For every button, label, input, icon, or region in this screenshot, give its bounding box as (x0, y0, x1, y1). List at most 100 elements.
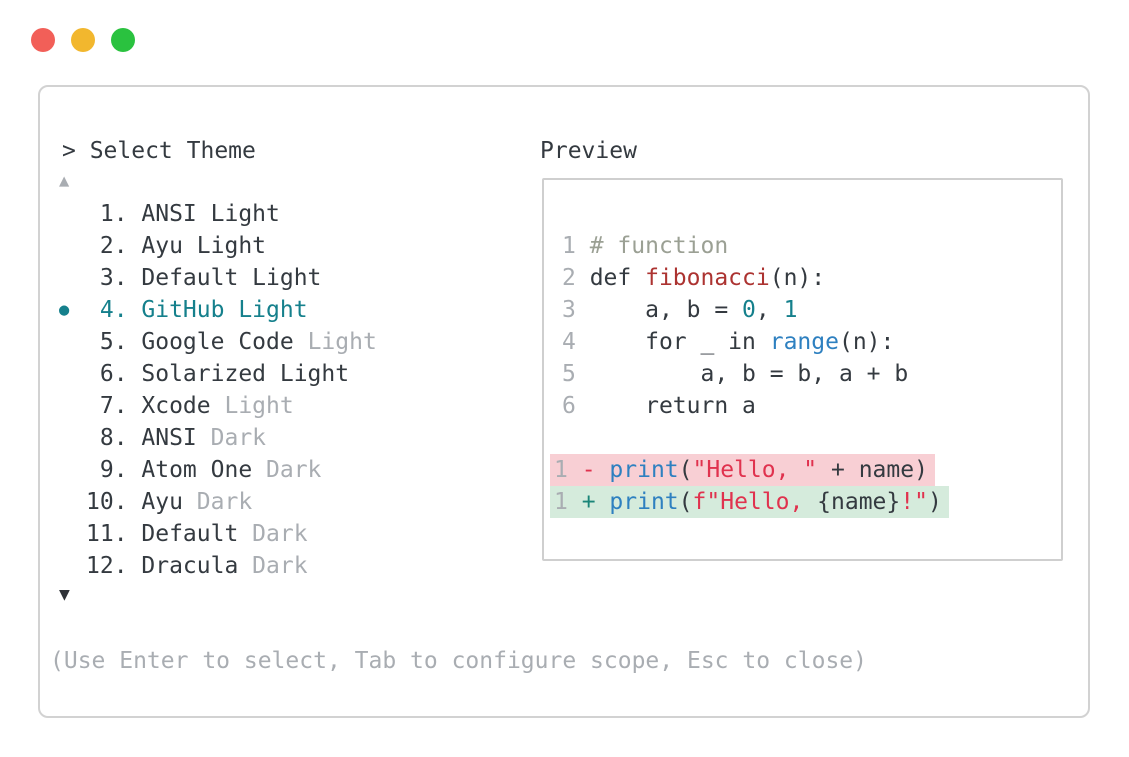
theme-option-label: Atom One (141, 457, 253, 483)
theme-option-label: Xcode (141, 393, 211, 419)
theme-option-11[interactable]: 11. Default Dark (86, 518, 377, 550)
theme-option-7[interactable]: 7. Xcode Light (86, 390, 377, 422)
theme-option-variant: Dark (196, 425, 267, 451)
code-token-plain (596, 489, 610, 515)
scroll-up-indicator[interactable]: ▲ (59, 171, 70, 191)
theme-option-number: 2. (86, 233, 142, 259)
code-blank-line (544, 422, 1061, 454)
theme-option-label: Default (141, 521, 239, 547)
code-token-string: !" (900, 489, 928, 515)
code-token-number: 1 (783, 297, 798, 323)
code-token-defname: fibonacci (645, 265, 770, 291)
theme-option-number: 10. (86, 489, 142, 515)
theme-option-10[interactable]: 10. Ayu Dark (86, 486, 377, 518)
prompt-line: > Select Theme (62, 138, 256, 164)
code-token-minus: - (581, 457, 596, 483)
theme-option-variant: Light (210, 393, 294, 419)
theme-option-3[interactable]: 3. Default Light (86, 262, 377, 294)
theme-option-number: 4. (86, 297, 142, 323)
code-token-plain: def (589, 265, 646, 291)
theme-option-5[interactable]: 5. Google Code Light (86, 326, 377, 358)
theme-option-number: 1. (86, 201, 142, 227)
code-line-4: 4 for _ in range(n): (544, 326, 1061, 358)
theme-option-label: Ayu Light (141, 233, 267, 259)
theme-option-label: Solarized Light (141, 361, 350, 387)
code-token-ln: 1 (562, 233, 590, 259)
close-button[interactable] (31, 28, 55, 52)
code-token-ln: 3 (562, 297, 590, 323)
theme-option-1[interactable]: 1. ANSI Light (86, 198, 377, 230)
code-token-plain: return a (589, 393, 756, 419)
theme-option-variant: Dark (238, 521, 308, 547)
theme-option-12[interactable]: 12. Dracula Dark (86, 550, 377, 582)
preview-label: Preview (540, 138, 637, 164)
diff-line-removed: 1 - print("Hello, " + name) (544, 454, 1061, 486)
theme-option-4[interactable]: ● 4. GitHub Light (59, 294, 377, 326)
code-token-plain: ) (927, 489, 942, 515)
code-line-2: 2 def fibonacci(n): (544, 262, 1061, 294)
code-line-1: 1 # function (544, 230, 1061, 262)
code-token-plain: for _ in (589, 329, 770, 355)
theme-option-label: Ayu (141, 489, 183, 515)
theme-option-variant: Dark (182, 489, 253, 515)
theme-option-label: GitHub Light (141, 297, 308, 323)
code-token-ln: 5 (562, 361, 590, 387)
theme-option-number: 11. (86, 521, 142, 547)
code-token-string: "Hello, " (692, 457, 818, 483)
code-token-comment: # function (589, 233, 729, 259)
window-controls (31, 28, 135, 52)
theme-option-number: 8. (86, 425, 142, 451)
theme-option-8[interactable]: 8. ANSI Dark (86, 422, 377, 454)
code-token-ln: 2 (562, 265, 590, 291)
code-token-ln: 1 (554, 457, 582, 483)
theme-option-label: ANSI (141, 425, 197, 451)
theme-option-number: 7. (86, 393, 142, 419)
theme-option-label: ANSI Light (141, 201, 280, 227)
code-token-plain: ( (678, 457, 693, 483)
code-token-builtin: range (769, 329, 839, 355)
zoom-button[interactable] (111, 28, 135, 52)
selected-bullet-icon: ● (59, 300, 70, 320)
code-token-builtin: print (609, 457, 679, 483)
code-token-plain: ( (678, 489, 693, 515)
code-token-plain: , (755, 297, 784, 323)
theme-option-variant: Dark (252, 457, 322, 483)
code-token-ln: 1 (554, 489, 582, 515)
theme-option-number: 5. (86, 329, 142, 355)
diff-line-added: 1 + print(f"Hello, {name}!") (544, 486, 1061, 518)
code-token-plain: a, b = (589, 297, 743, 323)
code-line-6: 6 return a (544, 390, 1061, 422)
code-token-plus: + (581, 489, 596, 515)
diff-highlight-added: 1 + print(f"Hello, {name}!") (550, 486, 949, 518)
theme-option-label: Google Code (141, 329, 294, 355)
theme-option-label: Dracula (141, 553, 239, 579)
scroll-down-indicator[interactable]: ▼ (59, 584, 70, 605)
minimize-button[interactable] (71, 28, 95, 52)
theme-option-2[interactable]: 2. Ayu Light (86, 230, 377, 262)
theme-option-number: 9. (86, 457, 142, 483)
theme-option-variant: Dark (238, 553, 308, 579)
theme-option-6[interactable]: 6. Solarized Light (86, 358, 377, 390)
code-token-plain: (n): (838, 329, 895, 355)
code-token-plain: a, b = b, a + b (589, 361, 909, 387)
code-token-number: 0 (742, 297, 756, 323)
code-token-plain (596, 457, 610, 483)
footer-hint: (Use Enter to select, Tab to configure s… (50, 648, 867, 674)
code-line-3: 3 a, b = 0, 1 (544, 294, 1061, 326)
theme-option-number: 3. (86, 265, 142, 291)
code-token-ln: 6 (562, 393, 590, 419)
theme-picker-panel: > Select Theme Preview ▲ 1. ANSI Light 2… (38, 85, 1090, 718)
code-line-5: 5 a, b = b, a + b (544, 358, 1061, 390)
theme-option-9[interactable]: 9. Atom One Dark (86, 454, 377, 486)
theme-option-number: 12. (86, 553, 142, 579)
diff-highlight-removed: 1 - print("Hello, " + name) (550, 454, 935, 486)
code-token-plain: {name} (817, 489, 901, 515)
code-token-string: f"Hello, (692, 489, 818, 515)
code-token-plain: (n): (769, 265, 826, 291)
code-token-ln: 4 (562, 329, 590, 355)
theme-option-number: 6. (86, 361, 142, 387)
code-token-builtin: print (609, 489, 679, 515)
